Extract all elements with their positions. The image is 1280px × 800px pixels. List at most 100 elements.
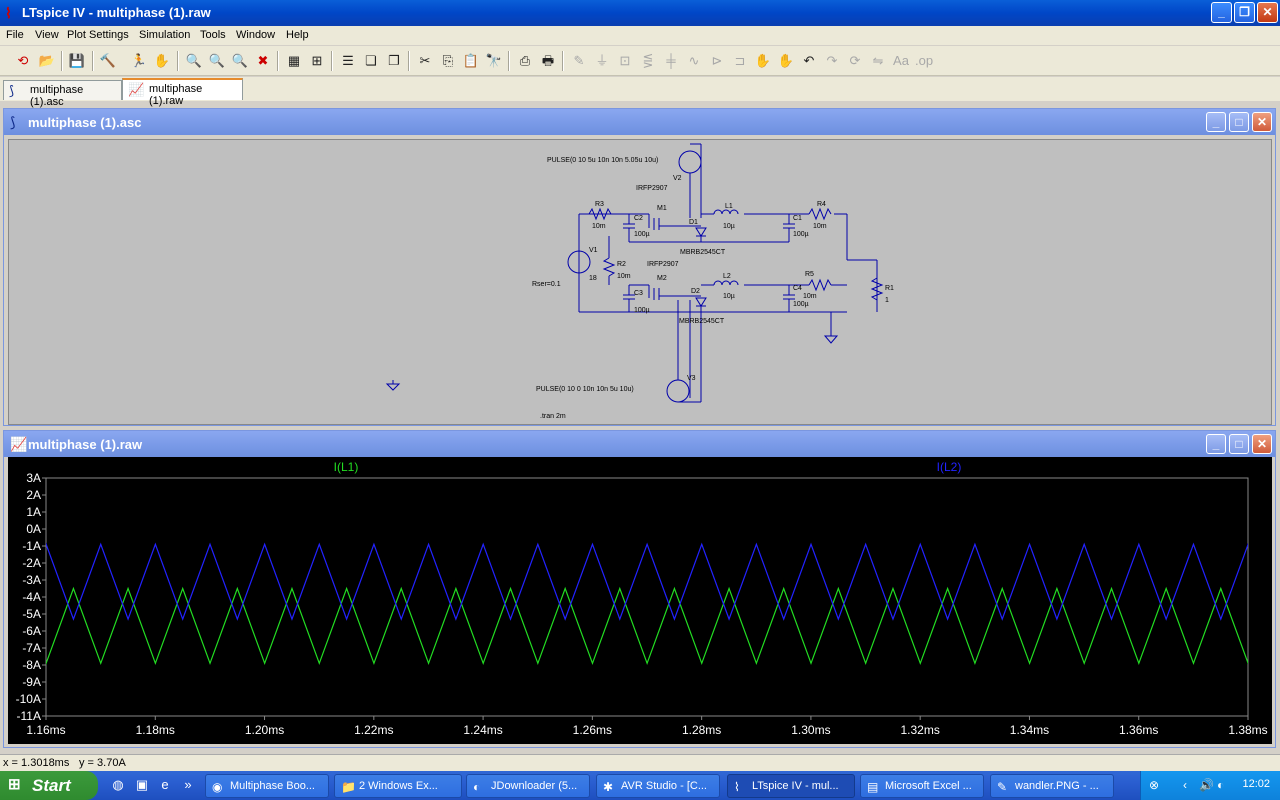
copy-icon[interactable]: ⎘ bbox=[442, 53, 454, 68]
spice-directive-icon[interactable]: .op bbox=[915, 53, 934, 68]
c2-value: 100µ bbox=[634, 231, 650, 238]
component-icon[interactable]: ⊐ bbox=[734, 53, 746, 68]
waveform-chart[interactable]: 3A2A1A0A-1A-2A-3A-4A-5A-6A-7A-8A-9A-10A-… bbox=[8, 457, 1272, 744]
x-tick-label: 1.20ms bbox=[245, 723, 284, 737]
zoom-cancel-icon[interactable]: ✖ bbox=[257, 53, 269, 68]
cascade-icon[interactable]: ❏ bbox=[365, 53, 377, 68]
paste-icon[interactable]: 📋 bbox=[462, 53, 480, 68]
task-explorer[interactable]: 📁2 Windows Ex... bbox=[334, 774, 462, 798]
c2-label: C2 bbox=[634, 215, 643, 222]
start-button[interactable]: ⊞ Start bbox=[0, 771, 98, 800]
schematic-close-button[interactable]: ✕ bbox=[1252, 112, 1272, 132]
maximize-button[interactable]: ❐ bbox=[1234, 2, 1255, 23]
wire-icon[interactable]: ✎ bbox=[573, 53, 585, 68]
minimize-button[interactable]: _ bbox=[1211, 2, 1232, 23]
zoom-in-icon[interactable]: 🔍 bbox=[185, 53, 203, 68]
waveform-icon: 📈 bbox=[10, 436, 28, 452]
task-paint[interactable]: ✎wandler.PNG - ... bbox=[990, 774, 1114, 798]
mirror-icon[interactable]: ⇋ bbox=[872, 53, 884, 68]
print-icon[interactable]: 🖶 bbox=[541, 53, 555, 68]
tab-waveform[interactable]: 📈 multiphase (1).raw bbox=[122, 78, 243, 107]
diode-icon[interactable]: ⊳ bbox=[711, 53, 723, 68]
menu-simulation[interactable]: Simulation bbox=[139, 29, 191, 41]
waveform-minimize-button[interactable]: _ bbox=[1206, 434, 1226, 454]
tile-vertical-icon[interactable]: ❐ bbox=[388, 53, 400, 68]
quicklaunch-more-icon[interactable]: » bbox=[184, 777, 192, 792]
task-jdownloader[interactable]: ◐JDownloader (5... bbox=[466, 774, 590, 798]
r2-value: 10m bbox=[617, 273, 631, 280]
x-tick-label: 1.22ms bbox=[354, 723, 393, 737]
cut-icon[interactable]: ✂ bbox=[419, 53, 431, 68]
l1-value: 10µ bbox=[723, 223, 735, 230]
avr-icon: ✱ bbox=[603, 780, 614, 794]
y-tick-label: 3A bbox=[26, 471, 41, 485]
x-tick-label: 1.32ms bbox=[901, 723, 940, 737]
tab-schematic[interactable]: ⟆ multiphase (1).asc bbox=[3, 80, 122, 108]
x-tick-label: 1.34ms bbox=[1010, 723, 1049, 737]
waveform-maximize-button[interactable]: □ bbox=[1229, 434, 1249, 454]
undo-icon[interactable]: ↶ bbox=[803, 53, 815, 68]
schematic-window-titlebar: ⟆ multiphase (1).asc _ □ ✕ bbox=[4, 109, 1275, 135]
print-setup-icon[interactable]: ⎙ bbox=[519, 53, 531, 68]
toolbar: ⟲ 📂 💾 🔨 🏃 ✋ 🔍 🔍 🔍 ✖ ▦ ⊞ ☰ ❏ ❐ ✂ ⎘ 📋 🔭 ⎙ … bbox=[0, 46, 1280, 76]
y-tick-label: -6A bbox=[22, 624, 41, 638]
menu-file[interactable]: File bbox=[6, 29, 24, 41]
control-panel-icon[interactable]: 🔨 bbox=[99, 53, 117, 68]
menu-view[interactable]: View bbox=[35, 29, 59, 41]
v3-label: V3 bbox=[687, 375, 696, 382]
text-icon[interactable]: Aa bbox=[893, 53, 909, 68]
v2-label: V2 bbox=[673, 175, 682, 182]
halt-icon[interactable]: ✋ bbox=[153, 53, 171, 68]
open-icon[interactable]: 📂 bbox=[38, 53, 56, 68]
quicklaunch-desktop-icon[interactable]: ▣ bbox=[135, 777, 149, 792]
menu-help[interactable]: Help bbox=[286, 29, 309, 41]
window-title: LTspice IV - multiphase (1).raw bbox=[22, 5, 211, 20]
resistor-icon[interactable]: ⋚ bbox=[642, 53, 654, 68]
y-tick-label: -2A bbox=[22, 556, 41, 570]
r3-label: R3 bbox=[595, 201, 604, 208]
move-icon[interactable]: ✋ bbox=[754, 53, 772, 68]
pan-icon[interactable]: 🔍 bbox=[208, 53, 226, 68]
waveform-close-button[interactable]: ✕ bbox=[1252, 434, 1272, 454]
quicklaunch-ie-icon[interactable]: e bbox=[161, 777, 169, 792]
new-schematic-icon[interactable]: ⟲ bbox=[17, 53, 29, 68]
task-chrome[interactable]: ◉Multiphase Boo... bbox=[205, 774, 329, 798]
volume-icon[interactable]: 🔊 bbox=[1199, 778, 1214, 792]
tray-app-icon[interactable]: ◐ bbox=[1217, 778, 1225, 792]
schematic-maximize-button[interactable]: □ bbox=[1229, 112, 1249, 132]
network-alert-icon[interactable]: ⊗ bbox=[1149, 778, 1160, 792]
quicklaunch-utorrent-icon[interactable]: ◍ bbox=[112, 777, 124, 792]
schematic-minimize-button[interactable]: _ bbox=[1206, 112, 1226, 132]
series-i-l1--trace bbox=[46, 586, 1248, 666]
y-tick-label: -5A bbox=[22, 607, 41, 621]
task-avr-studio[interactable]: ✱AVR Studio - [C... bbox=[596, 774, 720, 798]
task-ltspice[interactable]: ⌇LTspice IV - mul... bbox=[727, 774, 855, 798]
task-excel[interactable]: ▤Microsoft Excel ... bbox=[860, 774, 984, 798]
tile-horizontal-icon[interactable]: ☰ bbox=[342, 53, 354, 68]
zoom-extents-icon[interactable]: ⊞ bbox=[311, 53, 323, 68]
zoom-out-icon[interactable]: 🔍 bbox=[231, 53, 249, 68]
capacitor-icon[interactable]: ╪ bbox=[666, 53, 676, 68]
save-icon[interactable]: 💾 bbox=[68, 53, 86, 68]
label-net-icon[interactable]: ⊡ bbox=[619, 53, 631, 68]
inductor-icon[interactable]: ∿ bbox=[688, 53, 700, 68]
menu-tools[interactable]: Tools bbox=[200, 29, 226, 41]
plot-frame bbox=[45, 477, 1249, 717]
rotate-icon[interactable]: ⟳ bbox=[849, 53, 861, 68]
x-tick-label: 1.30ms bbox=[791, 723, 830, 737]
r4-value: 10m bbox=[813, 223, 827, 230]
ground-icon[interactable]: ⏚ bbox=[595, 53, 609, 68]
tray-back-icon[interactable]: ‹ bbox=[1183, 778, 1187, 792]
close-button[interactable]: ✕ bbox=[1257, 2, 1278, 23]
menu-window[interactable]: Window bbox=[236, 29, 276, 41]
redo-icon[interactable]: ↷ bbox=[826, 53, 838, 68]
find-icon[interactable]: 🔭 bbox=[485, 53, 503, 68]
l1-label: L1 bbox=[725, 203, 733, 210]
schematic-canvas[interactable]: PULSE(0 10 5u 10n 10n 5.05u 10u) V2 IRFP… bbox=[8, 139, 1272, 425]
run-icon[interactable]: 🏃 bbox=[130, 53, 148, 68]
autorange-icon[interactable]: ▦ bbox=[287, 53, 301, 68]
menu-plot-settings[interactable]: Plot Settings bbox=[67, 29, 129, 41]
drag-icon[interactable]: ✋ bbox=[777, 53, 795, 68]
excel-icon: ▤ bbox=[867, 780, 879, 794]
